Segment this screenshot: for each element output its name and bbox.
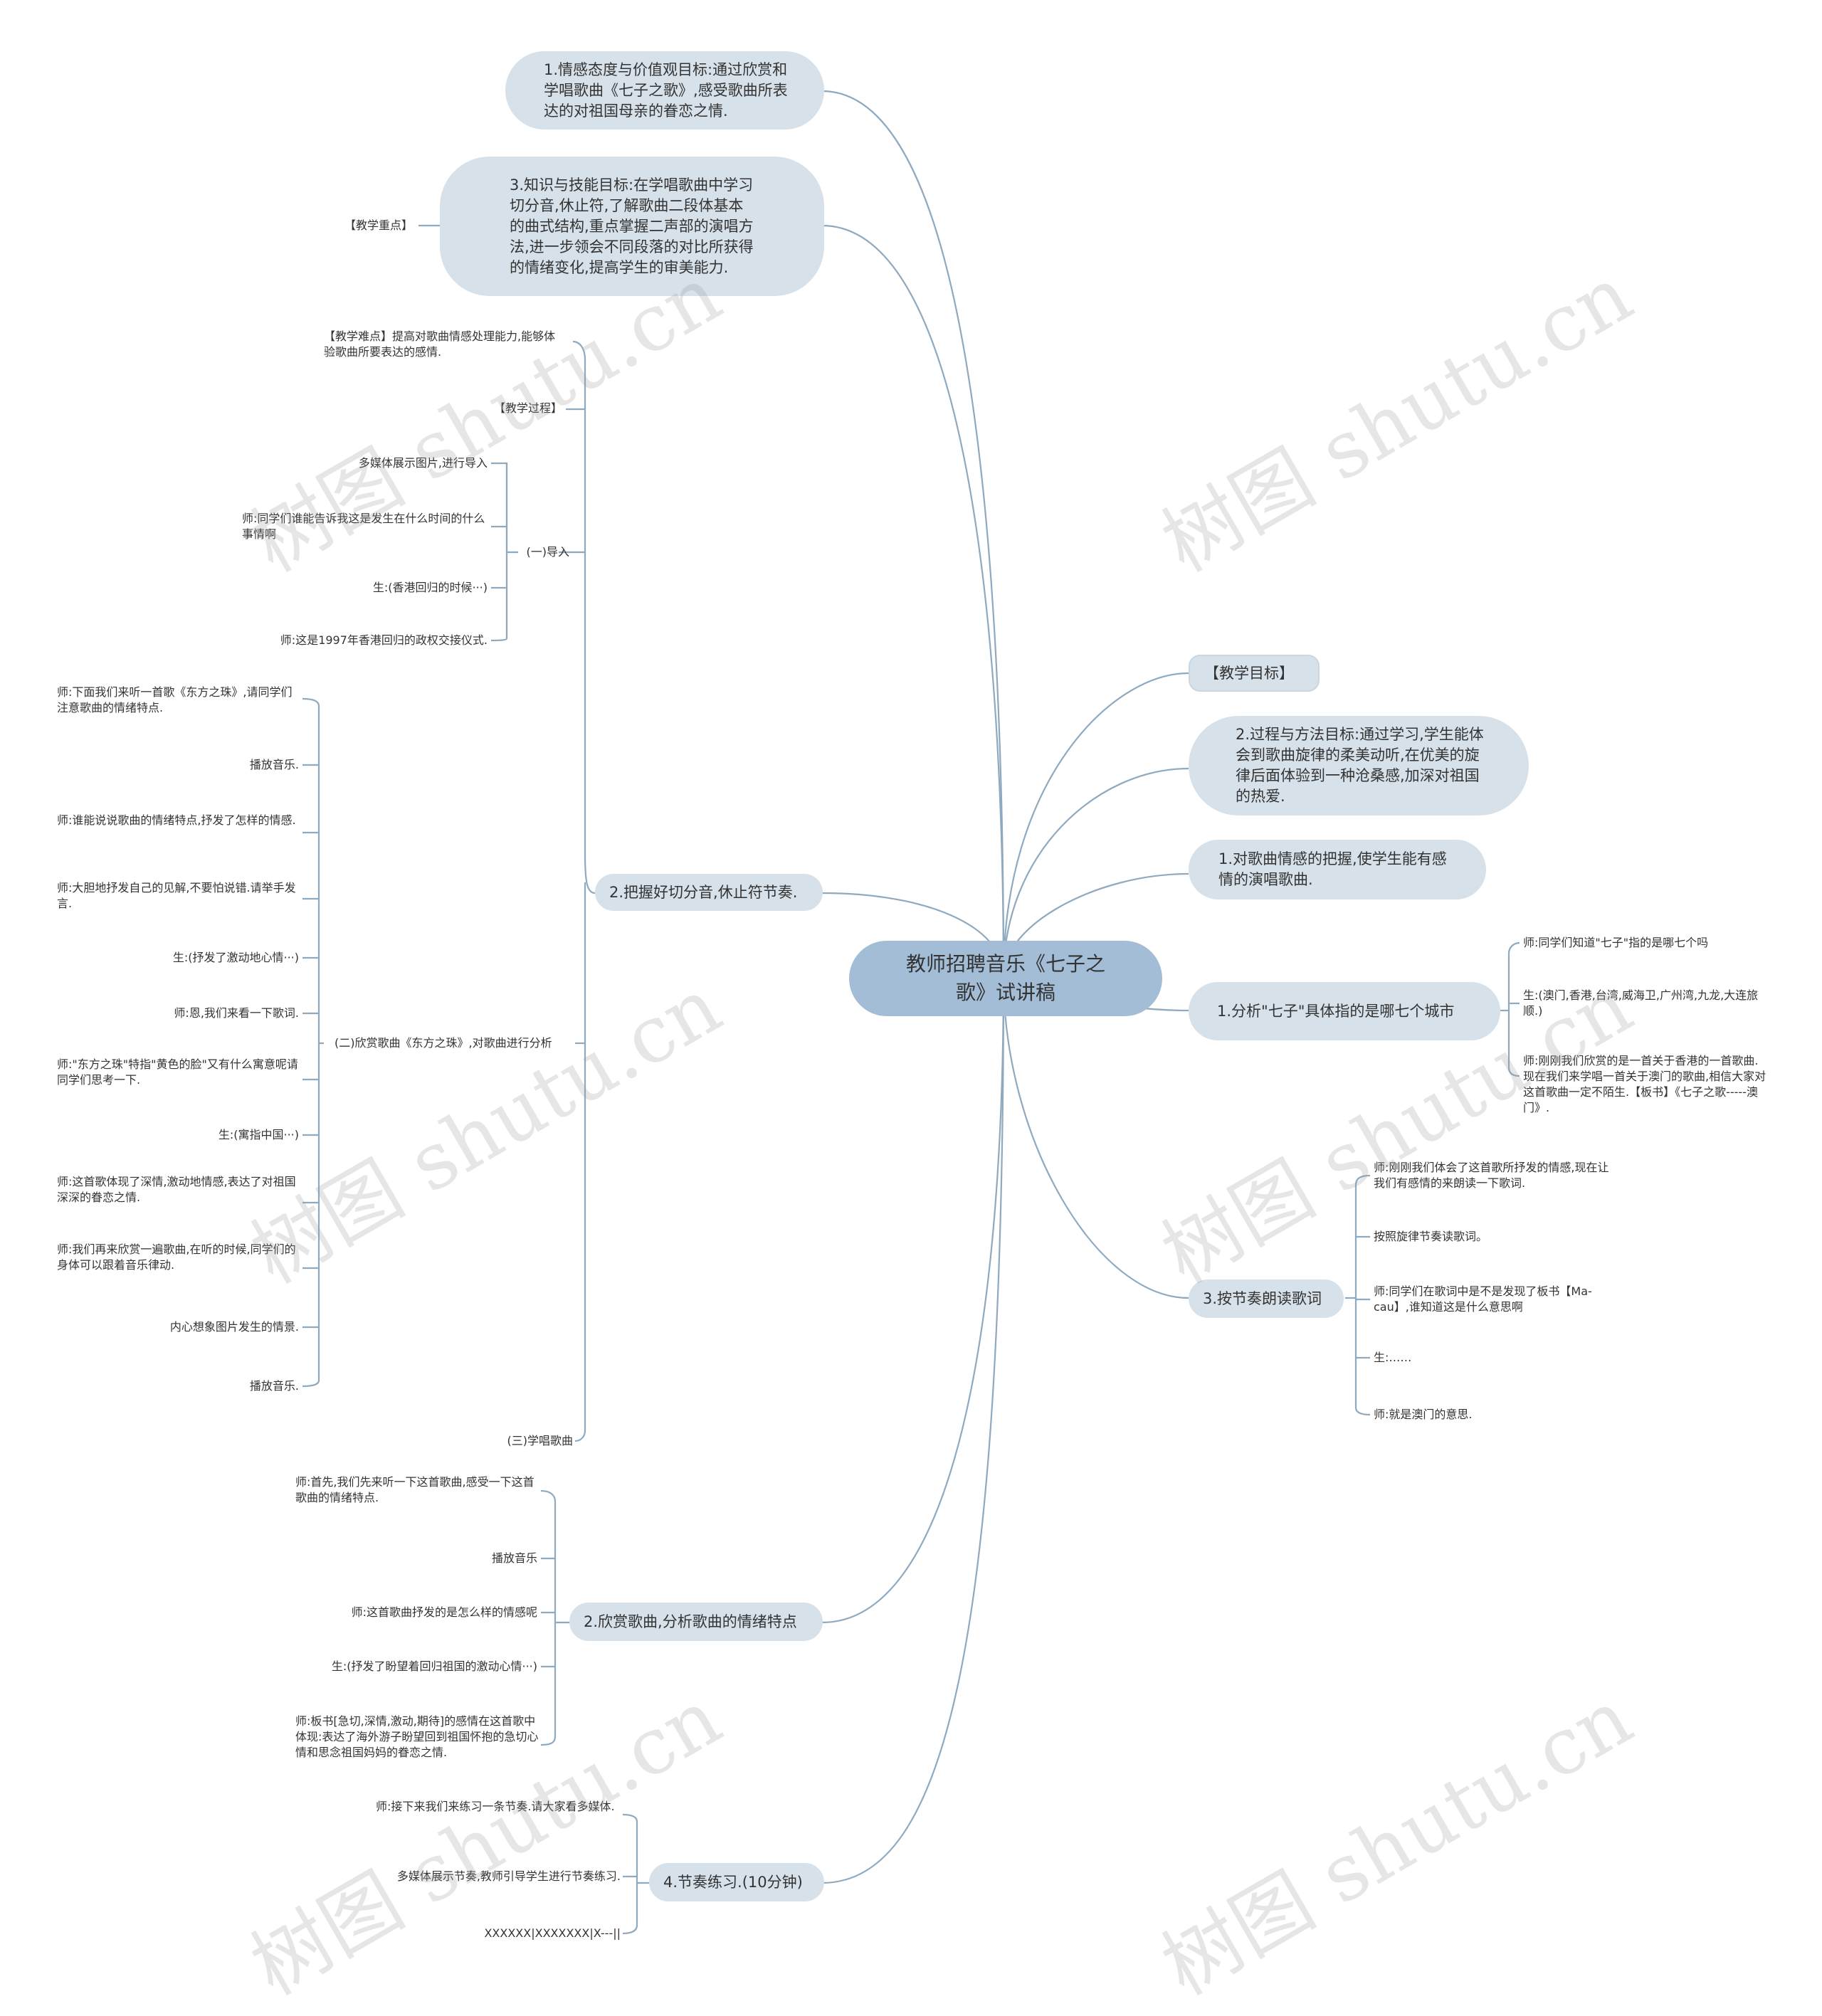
pearl-item: 播放音乐.	[249, 758, 299, 771]
pearl-item: 师:谁能说说歌曲的情绪特点,抒发了怎样的情感.	[57, 813, 296, 827]
rhythm-node[interactable]: 2.把握好切分音,休止符节奏.	[595, 874, 823, 911]
analyze-item: 师:刚刚我们欣赏的是一首关于香港的一首歌曲.现在我们来学唱一首关于澳门的歌曲,相…	[1523, 1054, 1766, 1114]
pearl-item: 播放音乐.	[249, 1379, 299, 1393]
appreciate-node[interactable]: 2.欣赏歌曲,分析歌曲的情绪特点	[569, 1603, 823, 1641]
analyze-item: 生:(澳门,香港,台湾,威海卫,广州湾,九龙,大连旅顺.)	[1523, 988, 1759, 1018]
intro-item: 生:(香港回归的时候···)	[372, 581, 488, 594]
pearl-item: 师:我们再来欣赏一遍歌曲,在听的时候,同学们的身体可以跟着音乐律动.	[57, 1242, 296, 1272]
practice-item: 多媒体展示节奏,教师引导学生进行节奏练习.	[396, 1869, 621, 1883]
teaching-goals-node[interactable]: 【教学目标】	[1189, 655, 1320, 692]
intro-item: 师:同学们谁能告诉我这是发生在什么时间的什么事情啊	[242, 512, 485, 541]
pearl-item: 师:这首歌体现了深情,激动地情感,表达了对祖国深深的眷恋之情.	[57, 1175, 296, 1204]
goal-emotion-node[interactable]: 1.情感态度与价值观目标:通过欣赏和学唱歌曲《七子之歌》,感受歌曲所表达的对祖国…	[505, 51, 824, 130]
pearl-item: 生:(抒发了激动地心情···)	[172, 951, 299, 964]
analyze-node[interactable]: 1.分析"七子"具体指的是哪七个城市	[1189, 982, 1500, 1040]
goal-knowledge-node[interactable]: 3.知识与技能目标:在学唱歌曲中学习切分音,休止符,了解歌曲二段体基本的曲式结构…	[440, 157, 824, 296]
read-item: 师:就是澳门的意思.	[1374, 1408, 1473, 1421]
process-label: 【教学过程】	[493, 401, 562, 415]
pearl-item: 师:下面我们来听一首歌《东方之珠》,请同学们注意歌曲的情绪特点.	[57, 685, 293, 714]
practice-node[interactable]: 4.节奏练习.(10分钟)	[649, 1863, 824, 1901]
intro-label: (一)导入	[526, 545, 570, 559]
appreciate-item: 生:(抒发了盼望着回归祖国的激动心情···)	[331, 1659, 537, 1673]
learn-song-label: (三)学唱歌曲	[507, 1434, 574, 1447]
appreciate-item: 师:板书[急切,深情,激动,期待]的感情在这首歌中体现:表达了海外游子盼望回到祖…	[295, 1714, 539, 1759]
pearl-item: 师:"东方之珠"特指"黄色的脸"又有什么寓意呢请同学们思考一下.	[57, 1057, 298, 1087]
practice-item: 师:接下来我们来练习一条节奏.请大家看多媒体.	[376, 1800, 615, 1813]
pearl-item: 师:大胆地抒发自己的见解,不要怕说错.请举手发言.	[57, 881, 296, 910]
pearl-item: 生:(寓指中国···)	[218, 1128, 299, 1141]
pearl-item: 师:恩,我们来看一下歌词.	[174, 1006, 299, 1020]
pearl-item: 内心想象图片发生的情景.	[169, 1320, 299, 1334]
key-point-label: 【教学重点】	[344, 218, 413, 232]
intro-item: 师:这是1997年香港回归的政权交接仪式.	[280, 633, 488, 647]
read-item: 按照旋律节奏读歌词。	[1374, 1230, 1488, 1243]
practice-item: XXXXXX|XXXXXXX|X---||	[484, 1926, 621, 1940]
goal-process-node[interactable]: 2.过程与方法目标:通过学习,学生能体会到歌曲旋律的柔美动听,在优美的旋律后面体…	[1189, 716, 1529, 816]
appreciate-item: 师:这首歌曲抒发的是怎么样的情感呢	[351, 1605, 537, 1619]
appreciate-song-label: (二)欣赏歌曲《东方之珠》,对歌曲进行分析	[335, 1036, 552, 1050]
intro-item: 多媒体展示图片,进行导入	[358, 456, 488, 470]
read-item: 生:……	[1374, 1351, 1412, 1364]
appreciate-item: 播放音乐	[491, 1551, 537, 1565]
read-node[interactable]: 3.按节奏朗读歌词	[1189, 1279, 1344, 1318]
analyze-item: 师:同学们知道"七子"指的是哪七个吗	[1523, 936, 1709, 949]
difficulty-label: 【教学难点】提高对歌曲情感处理能力,能够体验歌曲所要表达的感情.	[324, 329, 556, 359]
root-topic[interactable]: 教师招聘音乐《七子之歌》试讲稿	[849, 941, 1162, 1016]
read-item: 师:刚刚我们体会了这首歌所抒发的情感,现在让我们有感情的来朗读一下歌词.	[1374, 1161, 1609, 1190]
emotion-node[interactable]: 1.对歌曲情感的把握,使学生能有感情的演唱歌曲.	[1189, 840, 1486, 899]
appreciate-item: 师:首先,我们先来听一下这首歌曲,感受一下这首歌曲的情绪特点.	[295, 1475, 535, 1504]
read-item: 师:同学们在歌词中是不是发现了板书【Ma-cau】,谁知道这是什么意思啊	[1374, 1284, 1592, 1314]
